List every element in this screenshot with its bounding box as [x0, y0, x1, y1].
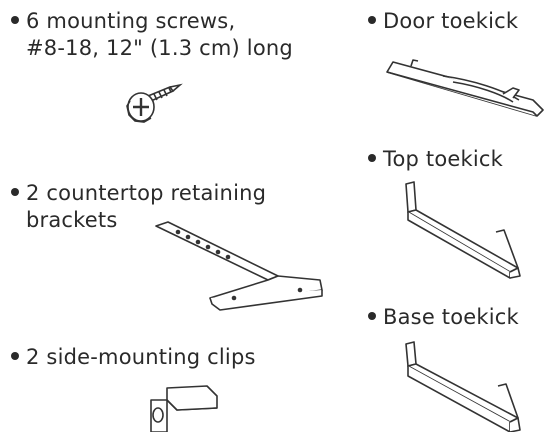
top-toekick-label: Top toekick — [383, 147, 504, 171]
mounting-screws-label: 6 mounting screws, — [26, 9, 236, 33]
countertop-brackets-label: 2 countertop retaining — [26, 181, 267, 205]
item-top-toekick: Top toekick — [368, 146, 503, 173]
base-toekick-label: Base toekick — [383, 305, 519, 329]
base-toekick-illustration — [405, 341, 521, 432]
bullet-icon — [368, 154, 376, 162]
countertop-bracket-illustration — [155, 221, 323, 311]
item-mounting-screws: 6 mounting screws, #8-18, 12" (1.3 cm) l… — [11, 8, 293, 62]
item-base-toekick: Base toekick — [368, 304, 519, 331]
countertop-brackets-label-cont: brackets — [26, 208, 118, 232]
bullet-icon — [368, 16, 376, 24]
top-toekick-illustration — [405, 181, 521, 279]
door-toekick-illustration — [386, 59, 544, 117]
mounting-screws-spec: #8-18, 12" (1.3 cm) long — [26, 36, 293, 60]
bullet-icon — [368, 312, 376, 320]
bullet-icon — [11, 352, 19, 360]
item-door-toekick: Door toekick — [368, 8, 518, 35]
item-countertop-brackets: 2 countertop retaining brackets — [11, 180, 266, 234]
item-side-mounting-clips: 2 side-mounting clips — [11, 344, 256, 371]
bullet-icon — [11, 16, 19, 24]
bullet-icon — [11, 188, 19, 196]
side-mounting-clips-label: 2 side-mounting clips — [26, 345, 256, 369]
side-mounting-clip-illustration — [150, 385, 218, 432]
door-toekick-label: Door toekick — [383, 9, 519, 33]
mounting-screw-illustration — [126, 83, 183, 123]
